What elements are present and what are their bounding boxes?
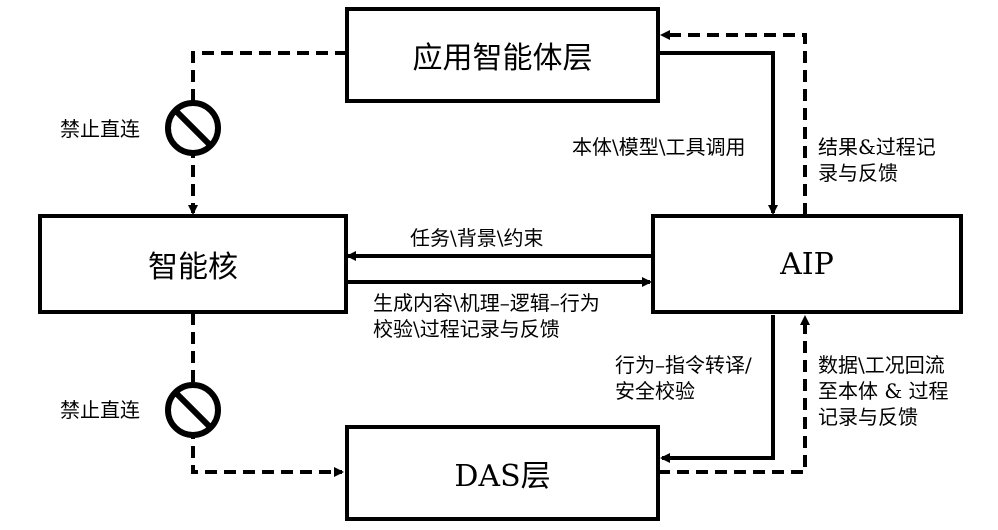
app-layer-box: 应用智能体层 xyxy=(345,7,660,103)
task-context-label: 任务\背景\约束 xyxy=(410,226,544,250)
core-box: 智能核 xyxy=(38,214,348,314)
data-return-label: 数据\工况回流 至本体 & 过程 记录与反馈 xyxy=(818,353,949,429)
behavior-translate-arrow xyxy=(660,315,775,463)
das-layer-label: DAS层 xyxy=(454,459,551,494)
result-feedback-arrow xyxy=(660,30,807,215)
prohibited-link-bottom xyxy=(191,313,344,477)
result-feedback-label: 结果&过程记 录与反馈 xyxy=(818,135,936,185)
aip-label: AIP xyxy=(780,246,834,282)
behavior-translate-label: 行为–指令转译/ 安全校验 xyxy=(615,353,752,403)
data-return-arrow xyxy=(658,315,810,474)
prohibit-sign-top-icon xyxy=(165,100,221,156)
prohibited-link-top xyxy=(188,51,347,215)
prohibit-label-bottom: 禁止直连 xyxy=(60,398,140,422)
das-layer-box: DAS层 xyxy=(345,425,660,521)
prohibit-label-top: 禁止直连 xyxy=(60,117,140,141)
call-arrow xyxy=(659,51,778,215)
core-label: 智能核 xyxy=(148,250,238,285)
prohibit-sign-bottom-icon xyxy=(165,382,221,438)
call-label: 本体\模型\工具调用 xyxy=(572,135,746,159)
app-layer-label: 应用智能体层 xyxy=(412,41,593,76)
aip-box: AIP xyxy=(651,214,963,314)
generate-validate-label: 生成内容\机理–逻辑–行为 校验\过程记录与反馈 xyxy=(373,291,600,341)
